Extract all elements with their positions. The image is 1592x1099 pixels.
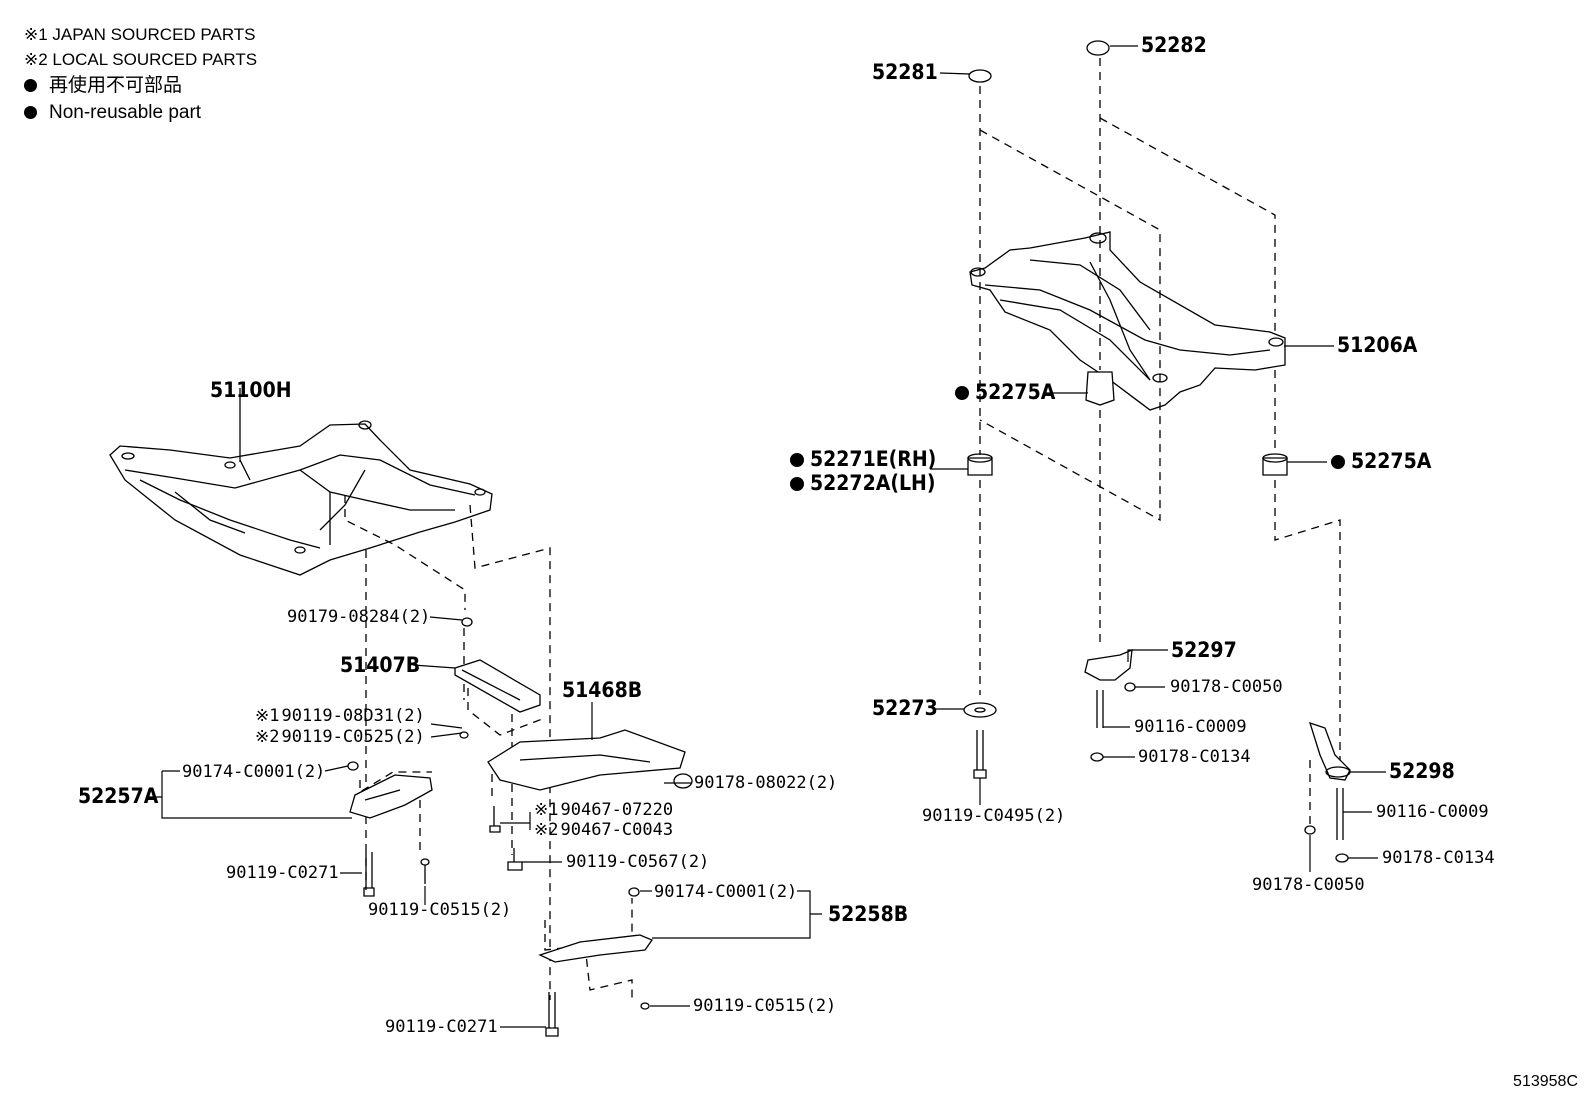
- legend-nonreusable-en: Non-reusable part: [24, 99, 257, 126]
- legend: ※1 JAPAN SOURCED PARTS ※2 LOCAL SOURCED …: [24, 22, 257, 126]
- part-label-90174-C0001-b[interactable]: 90174-C0001(2): [654, 882, 798, 902]
- part-label-90119-C0495[interactable]: 90119-C0495(2): [922, 806, 1066, 826]
- part-label-52282[interactable]: 52282: [1141, 33, 1207, 57]
- part-label-51100H[interactable]: 51100H: [210, 378, 292, 402]
- bullet-icon: [24, 79, 37, 92]
- front-subframe-drawing: [109, 388, 493, 576]
- part-label-90178-C0050-b[interactable]: 90178-C0050: [1252, 875, 1365, 895]
- part-label-90178-C0134-a[interactable]: 90178-C0134: [1138, 747, 1251, 767]
- part-label-52275A-b[interactable]: 52275A: [1331, 451, 1431, 472]
- part-label-90179-08284[interactable]: 90179-08284(2): [287, 607, 431, 627]
- legend-local: ※2 LOCAL SOURCED PARTS: [24, 50, 258, 69]
- rear-subframe-drawing: [969, 231, 1286, 411]
- part-label-51468B[interactable]: 51468B: [562, 678, 643, 702]
- part-label-51407B[interactable]: 51407B: [340, 653, 421, 677]
- part-label-52297[interactable]: 52297: [1171, 638, 1237, 662]
- part-label-90178-C0134-b[interactable]: 90178-C0134: [1382, 848, 1495, 868]
- part-label-51206A[interactable]: 51206A: [1337, 333, 1418, 357]
- non-reusable-icon: [1331, 455, 1345, 469]
- part-label-52273[interactable]: 52273: [872, 696, 938, 720]
- part-label-90178-C0050-a[interactable]: 90178-C0050: [1170, 677, 1283, 697]
- non-reusable-icon: [955, 386, 969, 400]
- part-label-90116-C0009-a[interactable]: 90116-C0009: [1134, 717, 1247, 737]
- part-label-90119-C0271-b[interactable]: 90119-C0271: [385, 1017, 498, 1037]
- part-label-90174-C0001-a[interactable]: 90174-C0001(2): [182, 762, 326, 782]
- part-label-90116-C0009-b[interactable]: 90116-C0009: [1376, 802, 1489, 822]
- non-reusable-icon: [790, 453, 804, 467]
- part-label-52272A[interactable]: 52272A(LH): [790, 473, 935, 494]
- part-label-52275A-a[interactable]: 52275A: [955, 382, 1055, 403]
- part-label-52271E[interactable]: 52271E(RH): [790, 449, 936, 470]
- part-label-52298[interactable]: 52298: [1389, 759, 1455, 783]
- legend-nonreusable-jp: 再使用不可部品: [24, 72, 257, 99]
- part-label-90119-C0567[interactable]: 90119-C0567(2): [566, 852, 710, 872]
- non-reusable-icon: [790, 477, 804, 491]
- bullet-icon: [24, 106, 37, 119]
- part-label-52257A[interactable]: 52257A: [78, 784, 159, 808]
- part-label-90119-C0515-b[interactable]: 90119-C0515(2): [693, 996, 837, 1016]
- part-label-52281[interactable]: 52281: [872, 60, 938, 84]
- part-label-52258B[interactable]: 52258B: [828, 902, 909, 926]
- part-label-90119-C0515-a[interactable]: 90119-C0515(2): [368, 900, 512, 920]
- part-label-90178-08022[interactable]: 90178-08022(2): [694, 773, 838, 793]
- legend-japan: ※1 JAPAN SOURCED PARTS: [24, 25, 256, 44]
- part-label-90119-C0271-a[interactable]: 90119-C0271: [226, 863, 339, 883]
- diagram-code: 513958C: [1513, 1073, 1578, 1090]
